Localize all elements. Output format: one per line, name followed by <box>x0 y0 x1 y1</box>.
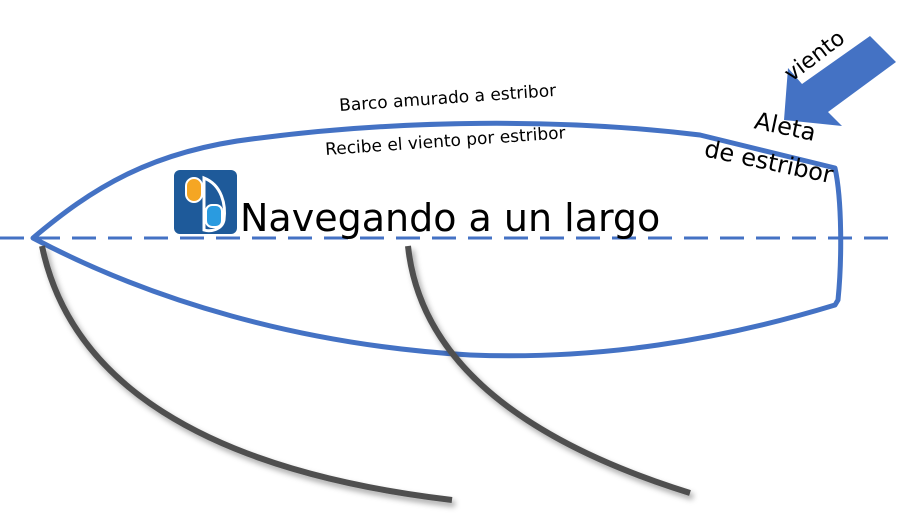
main-sheet <box>405 245 691 496</box>
diagram-title: Navegando a un largo <box>240 196 661 240</box>
wind-arrow-icon <box>784 36 896 126</box>
boat-hull <box>30 120 844 359</box>
jib-sheet <box>39 245 453 503</box>
logo-icon <box>174 170 237 234</box>
